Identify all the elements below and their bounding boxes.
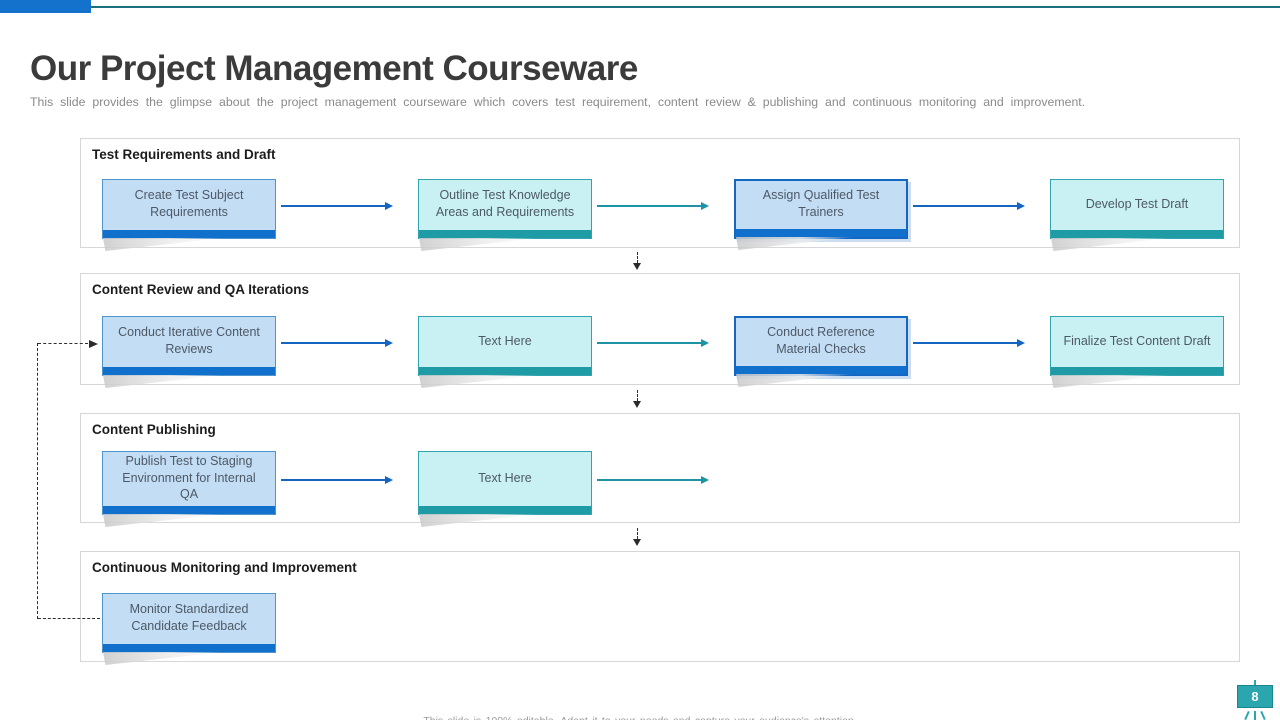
flow-box-assign-qualified-trainers: Assign Qualified Test Trainers	[734, 179, 908, 239]
connector-down-icon	[633, 390, 641, 408]
footer-note: This slide is 100% editable. Adapt it to…	[0, 715, 1280, 720]
flow-box-conduct-reference-checks: Conduct Reference Material Checks	[734, 316, 908, 376]
connector-down-icon	[633, 252, 641, 270]
box-accent-bar	[736, 229, 906, 237]
flow-box-label: Monitor Standardized Candidate Feedback	[129, 602, 249, 633]
flow-box-label: Outline Test Knowledge Areas and Require…	[435, 188, 575, 219]
arrow-right-icon	[281, 339, 393, 347]
section-continuous-monitoring: Continuous Monitoring and Improvement Mo…	[80, 551, 1240, 662]
arrow-right-icon	[597, 476, 709, 484]
box-accent-bar	[419, 506, 591, 514]
section-title: Content Publishing	[92, 422, 216, 437]
easel-leg	[1244, 710, 1250, 720]
arrow-right-icon	[913, 202, 1025, 210]
flow-box-text-here: Text Here	[418, 451, 592, 515]
section-title: Content Review and QA Iterations	[92, 282, 310, 297]
flow-box-label: Publish Test to Staging Environment for …	[122, 453, 256, 502]
flow-box-label: Conduct Reference Material Checks	[767, 325, 875, 356]
box-accent-bar	[1051, 230, 1223, 238]
flow-box-label: Finalize Test Content Draft	[1063, 333, 1211, 348]
section-content-publishing: Content Publishing Publish Test to Stagi…	[80, 413, 1240, 523]
box-accent-bar	[103, 644, 275, 652]
flow-box-text-here: Text Here	[418, 316, 592, 376]
arrow-right-icon	[597, 202, 709, 210]
page-number-easel-icon: 8	[1236, 680, 1276, 720]
page-title: Our Project Management Courseware	[30, 49, 638, 89]
connector-down-icon	[633, 528, 641, 546]
flow-box-develop-test-draft: Develop Test Draft	[1050, 179, 1224, 239]
feedback-loop-line-top	[38, 343, 88, 344]
box-accent-bar	[419, 367, 591, 375]
easel-leg	[1254, 711, 1256, 720]
arrow-right-icon	[597, 339, 709, 347]
top-accent-rect	[0, 0, 91, 13]
arrow-right-icon	[281, 202, 393, 210]
section-title: Continuous Monitoring and Improvement	[92, 560, 357, 575]
flow-box-conduct-iterative-reviews: Conduct Iterative Content Reviews	[102, 316, 276, 376]
flow-box-label: Text Here	[478, 333, 532, 348]
section-content-review: Content Review and QA Iterations Conduct…	[80, 273, 1240, 385]
flow-box-label: Conduct Iterative Content Reviews	[118, 325, 260, 356]
box-accent-bar	[103, 367, 275, 375]
box-accent-bar	[736, 366, 906, 374]
section-title: Test Requirements and Draft	[92, 147, 276, 162]
flow-box-label: Text Here	[478, 470, 532, 485]
flow-box-monitor-candidate-feedback: Monitor Standardized Candidate Feedback	[102, 593, 276, 653]
flow-box-label: Develop Test Draft	[1085, 196, 1189, 211]
top-accent-line	[0, 6, 1280, 8]
feedback-loop-line-vertical	[37, 343, 38, 619]
flow-box-outline-test-knowledge: Outline Test Knowledge Areas and Require…	[418, 179, 592, 239]
page-subtitle: This slide provides the glimpse about th…	[30, 95, 1086, 110]
flow-box-finalize-test-content: Finalize Test Content Draft	[1050, 316, 1224, 376]
flow-box-publish-test-staging: Publish Test to Staging Environment for …	[102, 451, 276, 515]
feedback-loop-line-bottom	[38, 618, 100, 619]
easel-board: 8	[1237, 685, 1273, 708]
easel-leg	[1260, 710, 1266, 720]
flow-box-label: Create Test Subject Requirements	[134, 188, 244, 219]
arrow-right-icon	[281, 476, 393, 484]
page-number: 8	[1251, 689, 1259, 704]
box-accent-bar	[419, 230, 591, 238]
easel-stub	[1254, 680, 1256, 686]
box-accent-bar	[103, 230, 275, 238]
arrow-right-icon	[913, 339, 1025, 347]
section-test-requirements: Test Requirements and Draft Create Test …	[80, 138, 1240, 248]
box-accent-bar	[103, 506, 275, 514]
flow-box-label: Assign Qualified Test Trainers	[762, 188, 880, 219]
flow-box-create-test-subject-requirements: Create Test Subject Requirements	[102, 179, 276, 239]
feedback-loop-arrowhead-icon	[89, 339, 98, 348]
box-accent-bar	[1051, 367, 1223, 375]
